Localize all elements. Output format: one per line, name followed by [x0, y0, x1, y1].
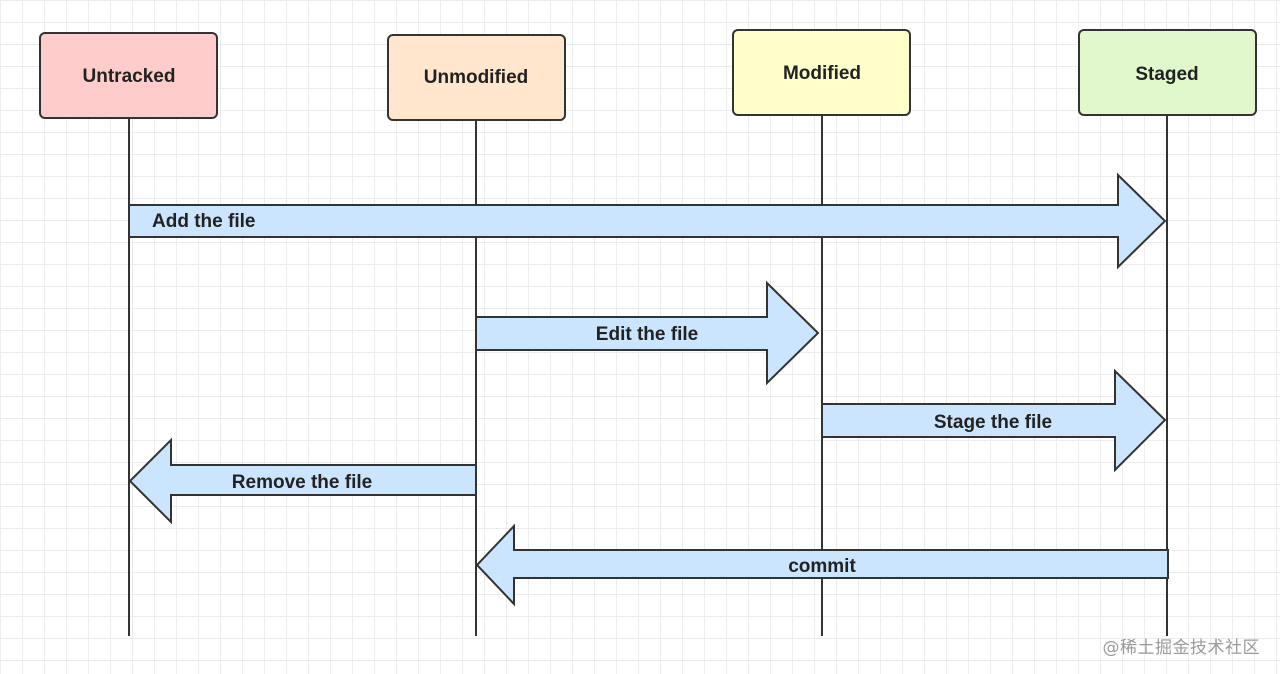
- transition-remove-the-file: Remove the file: [128, 437, 477, 525]
- transition-edit-the-file: Edit the file: [475, 280, 820, 386]
- state-unmodified: Unmodified: [387, 34, 566, 121]
- state-label: Untracked: [83, 66, 176, 87]
- transition-add-the-file: Add the file: [128, 172, 1167, 270]
- state-untracked: Untracked: [39, 32, 218, 119]
- state-modified: Modified: [732, 29, 911, 116]
- transition-label: commit: [788, 556, 856, 577]
- block-arrow-right: [821, 368, 1167, 473]
- transition-label: Remove the file: [232, 472, 372, 493]
- state-label: Unmodified: [424, 67, 529, 88]
- state-staged: Staged: [1078, 29, 1257, 116]
- watermark: @稀土掘金技术社区: [1102, 638, 1260, 658]
- block-arrow-left: [128, 437, 477, 525]
- block-arrow-right: [475, 280, 820, 386]
- block-arrow-right: [128, 172, 1167, 270]
- transition-label: Stage the file: [934, 412, 1052, 433]
- transition-label: Edit the file: [596, 324, 698, 345]
- state-label: Modified: [783, 63, 861, 84]
- block-arrow-left: [475, 523, 1169, 607]
- transition-commit: commit: [475, 523, 1169, 607]
- state-label: Staged: [1135, 64, 1198, 85]
- transition-label: Add the file: [152, 211, 255, 232]
- transition-stage-the-file: Stage the file: [821, 368, 1167, 473]
